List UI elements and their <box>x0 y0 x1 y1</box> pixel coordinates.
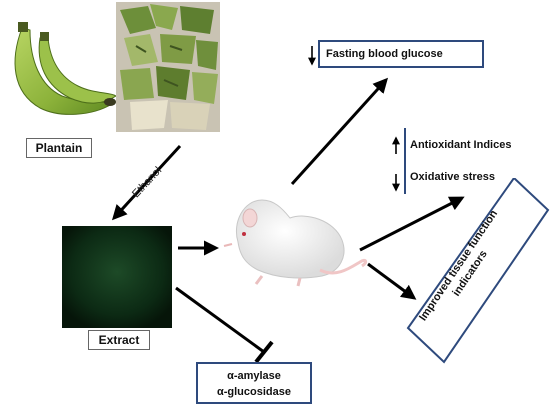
arrow-plantain-to-extract <box>111 144 182 221</box>
plantain-image <box>0 0 117 132</box>
blood-glucose-box: Fasting blood glucose <box>318 40 484 68</box>
inhibition-extract-to-enzymes <box>175 286 274 364</box>
plantain-label-text: Plantain <box>35 141 83 155</box>
alpha-amylase-text: α-amylase <box>227 370 281 382</box>
tissue-function-box: Improved tissue function indicators <box>402 178 550 364</box>
plantain-label: Plantain <box>26 138 92 158</box>
antioxidant-box: Antioxidant Indices Oxidative stress <box>404 128 532 194</box>
extract-image <box>62 226 172 328</box>
blood-glucose-text: Fasting blood glucose <box>326 48 443 60</box>
oxidative-stress-text: Oxidative stress <box>410 171 495 183</box>
arrow-rat-to-tissue-function <box>367 262 417 300</box>
tissue-function-frame <box>406 178 550 364</box>
extract-label-text: Extract <box>98 333 140 347</box>
enzymes-box: α-amylase α-glucosidase <box>196 362 312 404</box>
arrow-rat-to-antioxidant <box>359 196 465 252</box>
antioxidant-indices-text: Antioxidant Indices <box>410 139 512 151</box>
arrow-rat-to-blood-glucose <box>290 77 389 186</box>
plantain-slices-image <box>116 2 220 132</box>
alpha-glucosidase-text: α-glucosidase <box>216 386 291 398</box>
extract-label: Extract <box>88 330 150 350</box>
rat-image <box>222 188 368 287</box>
